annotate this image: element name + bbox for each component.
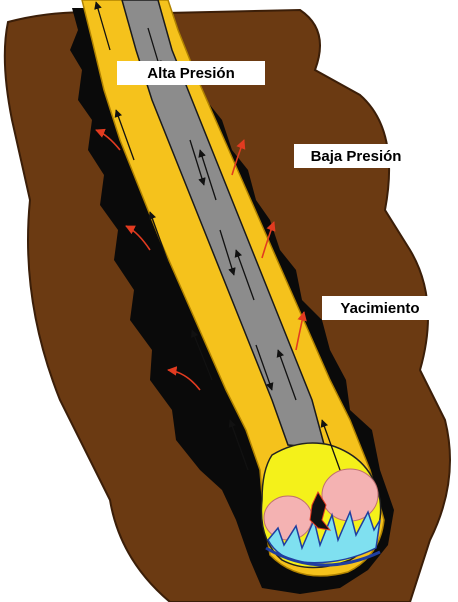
bit-cone-left bbox=[264, 496, 312, 540]
label-reservoir: Yacimiento bbox=[322, 296, 438, 320]
label-low-pressure-text: Baja Presión bbox=[311, 148, 402, 165]
label-reservoir-text: Yacimiento bbox=[340, 300, 419, 317]
label-high-pressure: Alta Presión bbox=[117, 61, 265, 85]
label-high-pressure-text: Alta Presión bbox=[147, 65, 235, 82]
label-low-pressure: Baja Presión bbox=[294, 144, 418, 168]
